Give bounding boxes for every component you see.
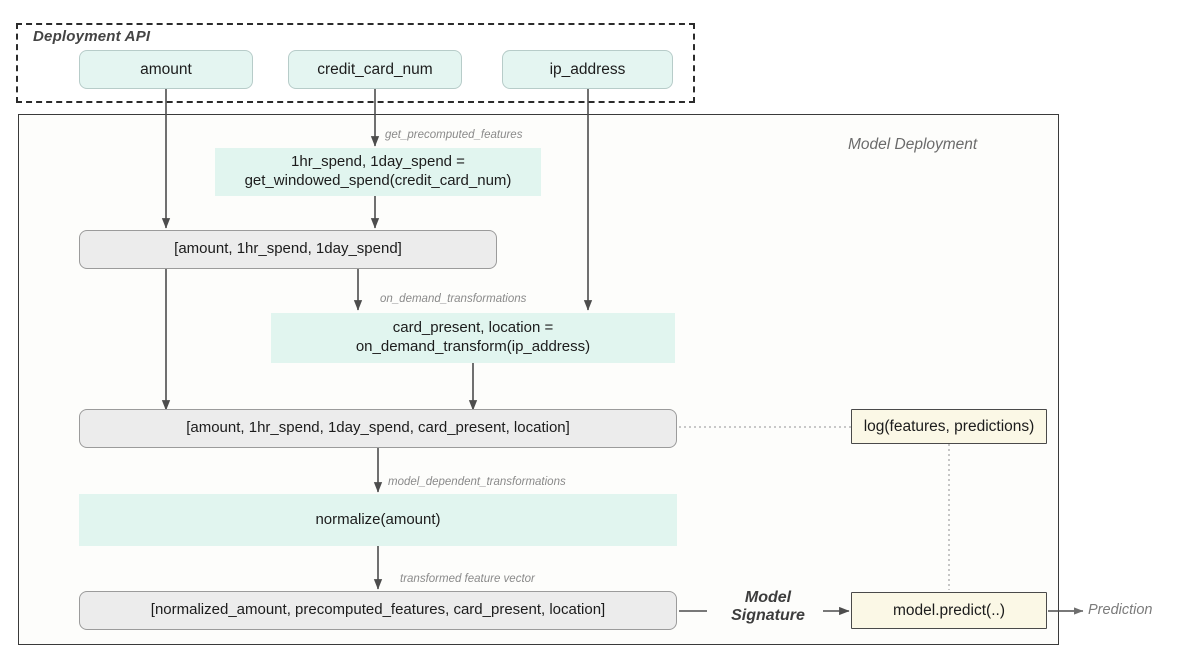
transform-on-demand-line2: on_demand_transform(ip_address)	[355, 338, 591, 355]
prediction-output-label: Prediction	[1088, 602, 1153, 618]
edge-label-on-demand-transformations: on_demand_transformations	[380, 293, 527, 305]
feature-vector-precomputed[interactable]: [amount, 1hr_spend, 1day_spend]	[79, 230, 497, 269]
model-signature-line1: Model	[744, 589, 792, 606]
transform-windowed-spend-line1: 1hr_spend, 1day_spend =	[291, 153, 465, 171]
deployment-api-title: Deployment API	[33, 28, 151, 45]
input-node-credit-card-num[interactable]: credit_card_num	[288, 50, 462, 89]
feature-vector-transformed-label: [normalized_amount, precomputed_features…	[150, 601, 606, 619]
transform-windowed-spend: 1hr_spend, 1day_spend = get_windowed_spe…	[215, 148, 541, 196]
model-signature-line2: Signature	[731, 607, 805, 625]
logging-node-label: log(features, predictions)	[863, 417, 1035, 435]
input-node-credit-card-num-label: credit_card_num	[317, 60, 433, 78]
transform-windowed-spend-line2: get_windowed_spend(credit_card_num)	[244, 172, 512, 189]
input-node-amount[interactable]: amount	[79, 50, 253, 89]
transform-on-demand: card_present, location = on_demand_trans…	[271, 313, 675, 363]
model-deployment-title: Model Deployment	[848, 136, 978, 153]
model-signature-label: Model Signature	[712, 589, 824, 626]
input-node-ip-address-label: ip_address	[549, 60, 626, 78]
logging-node[interactable]: log(features, predictions)	[851, 409, 1047, 444]
feature-vector-combined[interactable]: [amount, 1hr_spend, 1day_spend, card_pre…	[79, 409, 677, 448]
feature-vector-transformed[interactable]: [normalized_amount, precomputed_features…	[79, 591, 677, 630]
feature-vector-combined-label: [amount, 1hr_spend, 1day_spend, card_pre…	[186, 419, 570, 437]
transform-normalize-label: normalize(amount)	[315, 510, 441, 528]
edge-label-transformed-feature-vector: transformed feature vector	[400, 573, 535, 585]
input-node-ip-address[interactable]: ip_address	[502, 50, 673, 89]
model-predict-node-label: model.predict(..)	[893, 601, 1005, 619]
edge-label-get-precomputed-features: get_precomputed_features	[385, 129, 523, 141]
deployment-api-group	[16, 23, 695, 103]
feature-vector-precomputed-label: [amount, 1hr_spend, 1day_spend]	[174, 240, 402, 258]
transform-normalize: normalize(amount)	[79, 494, 677, 546]
transform-on-demand-line1: card_present, location =	[392, 319, 554, 337]
model-deployment-group	[18, 114, 1059, 645]
edge-label-model-dependent-transformations: model_dependent_transformations	[388, 476, 566, 488]
model-predict-node[interactable]: model.predict(..)	[851, 592, 1047, 629]
input-node-amount-label: amount	[140, 60, 192, 78]
